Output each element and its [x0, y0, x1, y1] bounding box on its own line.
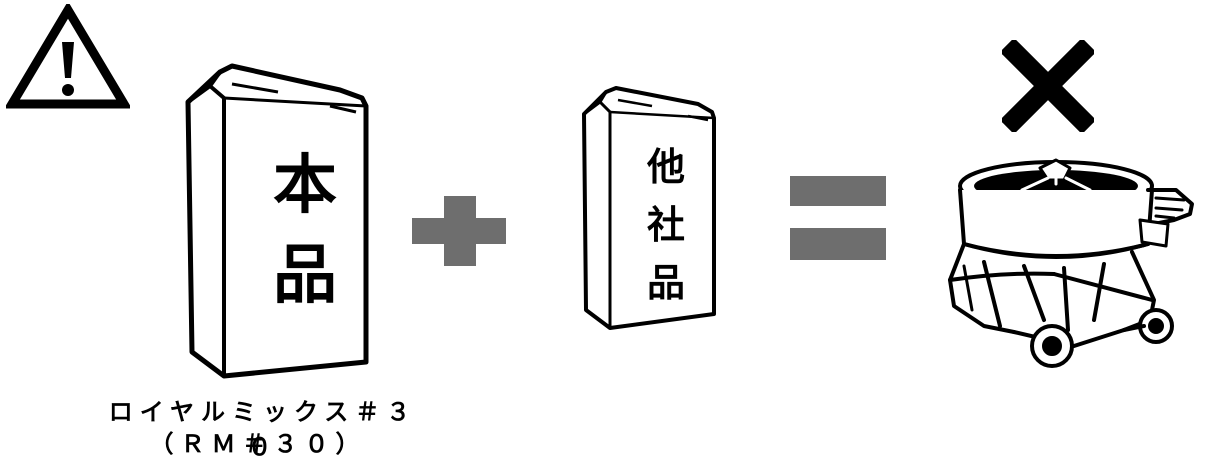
own-product-label-bottom: 品	[273, 239, 337, 313]
other-product-label-1: 他	[646, 145, 685, 189]
cross-mark-icon	[1002, 40, 1094, 132]
plus-icon	[412, 196, 506, 266]
warning-triangle-icon	[6, 4, 130, 110]
product-name: ロイヤルミックス＃３０	[108, 398, 418, 461]
mixer-machine-icon	[944, 150, 1200, 378]
other-product-label-2: 社	[646, 203, 685, 247]
own-product-label-top: 本	[273, 149, 337, 223]
other-product-bag: 他 社 品	[578, 84, 720, 334]
product-code: （ＲＭ＃３０）	[149, 430, 367, 458]
other-product-label-3: 品	[646, 261, 685, 305]
equals-icon	[790, 176, 886, 260]
own-product-bag: 本 品	[180, 62, 380, 380]
